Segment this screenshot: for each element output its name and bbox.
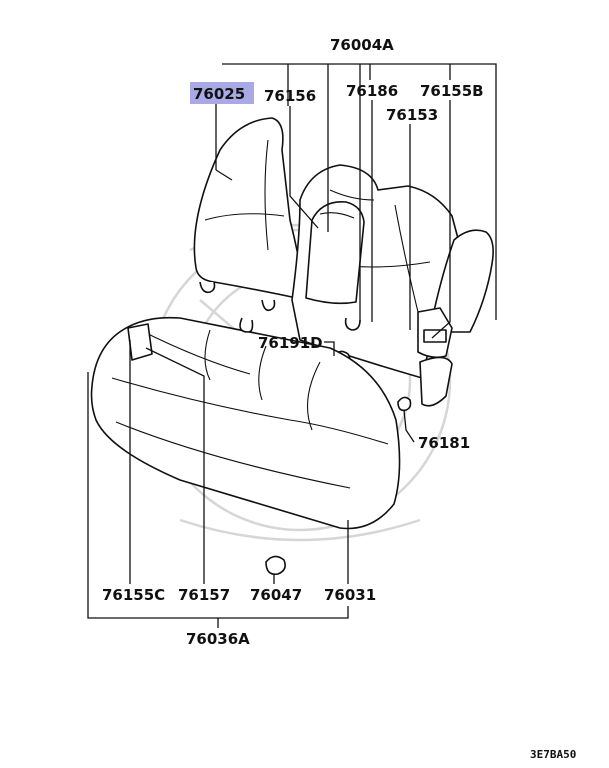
leader-lines <box>87 63 497 628</box>
seat-back-right-panel <box>429 229 494 333</box>
label-76155B[interactable]: 76155B <box>420 82 484 100</box>
seat-cushion-assembly <box>90 316 401 576</box>
figure-code: 3E7BA50 <box>530 748 576 761</box>
clip-76181 <box>397 396 412 412</box>
seat-cushion <box>90 316 401 530</box>
label-76156[interactable]: 76156 <box>264 87 316 105</box>
side-bolster <box>419 356 453 407</box>
label-76047[interactable]: 76047 <box>250 586 302 604</box>
label-76181[interactable]: 76181 <box>418 434 470 452</box>
label-76157[interactable]: 76157 <box>178 586 230 604</box>
seat-back-left-panel <box>193 117 307 301</box>
fastener-76047 <box>265 555 286 576</box>
label-76031[interactable]: 76031 <box>324 586 376 604</box>
label-76191D[interactable]: 76191D <box>258 334 323 352</box>
part-labels: 76004A 76025 76156 76186 76155B 76153 76… <box>102 36 576 761</box>
label-76004A[interactable]: 76004A <box>330 36 394 54</box>
label-76186[interactable]: 76186 <box>346 82 398 100</box>
label-76153[interactable]: 76153 <box>386 106 438 124</box>
label-76025[interactable]: 76025 <box>193 85 245 103</box>
label-76036A[interactable]: 76036A <box>186 630 250 648</box>
seat-back-assembly <box>193 117 494 412</box>
label-76155C[interactable]: 76155C <box>102 586 165 604</box>
armrest <box>305 201 365 305</box>
highlight-76025 <box>190 82 254 104</box>
seat-cushion-latch <box>127 323 153 361</box>
